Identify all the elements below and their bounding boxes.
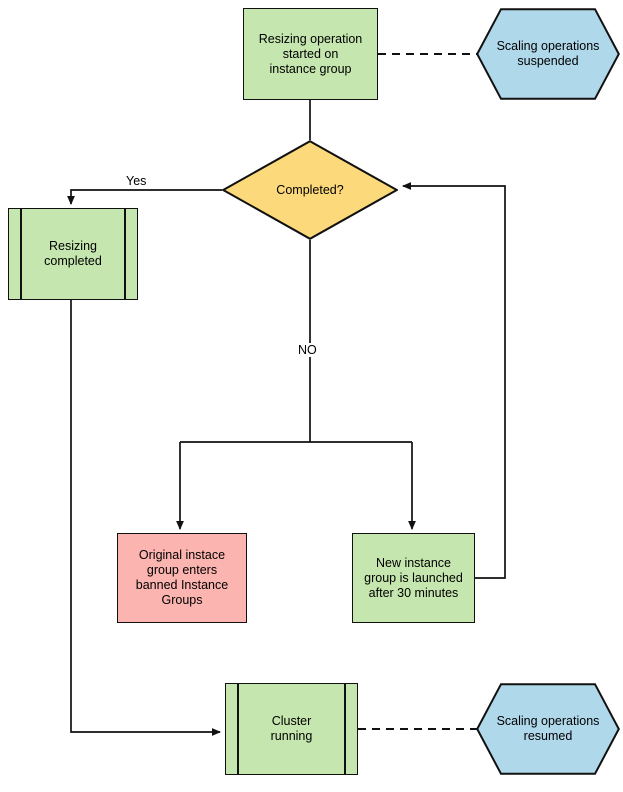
node-scaling-suspended-label: Scaling operations suspended	[496, 39, 600, 68]
predefined-bar-right	[344, 684, 346, 774]
node-completed-decision[interactable]: Completed?	[222, 140, 398, 240]
edge-completed-to-cluster	[70, 300, 221, 736]
predefined-bar-right	[124, 209, 126, 299]
edge-decision-yes-to-completed	[67, 189, 222, 205]
edge-label-no: NO	[296, 343, 319, 357]
node-cluster-running-label: Cluster running	[270, 714, 313, 743]
node-new-group-launched-label: New instance group is launched after 30 …	[364, 555, 463, 600]
node-resizing-completed-label: Resizing completed	[44, 239, 102, 268]
edge-new-group-back-to-decision	[402, 182, 506, 579]
edge-decision-no-split	[180, 240, 412, 443]
node-original-group-banned[interactable]: Original instace group enters banned Ins…	[117, 533, 247, 623]
node-cluster-running[interactable]: Cluster running	[225, 683, 358, 775]
node-resizing-started[interactable]: Resizing operation started on instance g…	[243, 8, 378, 100]
node-resizing-started-label: Resizing operation started on instance g…	[258, 31, 363, 76]
hexagon-shape-resumed	[476, 683, 620, 775]
diamond-shape-completed	[222, 140, 398, 240]
node-scaling-resumed[interactable]: Scaling operations resumed	[476, 683, 620, 775]
node-scaling-suspended[interactable]: Scaling operations suspended	[476, 8, 620, 100]
node-completed-decision-label: Completed?	[276, 182, 344, 197]
node-scaling-resumed-label: Scaling operations resumed	[496, 714, 600, 743]
edge-label-yes: Yes	[124, 174, 149, 188]
node-original-group-banned-label: Original instace group enters banned Ins…	[135, 548, 229, 607]
node-resizing-completed[interactable]: Resizing completed	[8, 208, 138, 300]
predefined-bar-left	[20, 209, 22, 299]
node-new-group-launched[interactable]: New instance group is launched after 30 …	[352, 533, 475, 623]
hexagon-shape-suspended	[476, 8, 620, 100]
predefined-bar-left	[237, 684, 239, 774]
